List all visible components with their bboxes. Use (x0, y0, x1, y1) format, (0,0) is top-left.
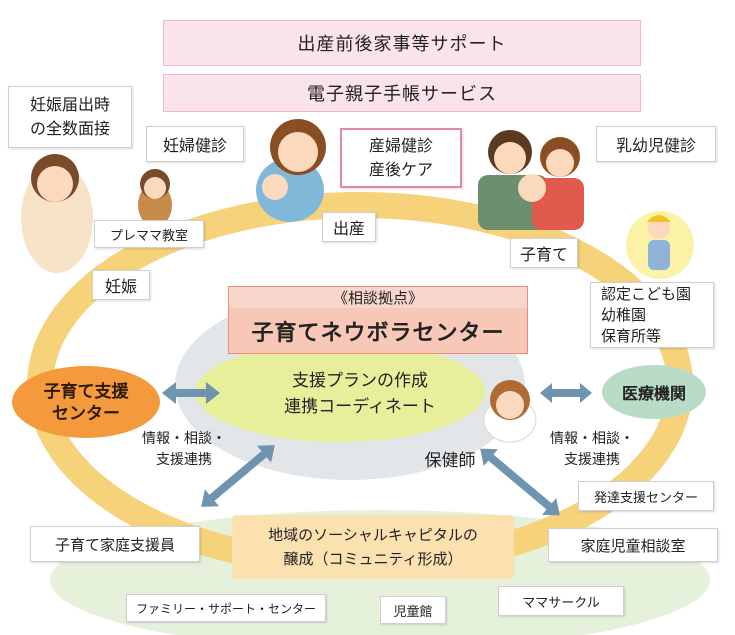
postpartum-checkup-box: 産婦健診 産後ケア (340, 128, 462, 188)
community-box (232, 515, 514, 579)
mother-baby-illustration (256, 119, 326, 222)
neuvola-center-title: 子育てネウボラセンター (228, 308, 528, 354)
medical-ellipse (602, 365, 706, 419)
coordination-text: 連携コーディネート (284, 396, 436, 417)
arrow-lower-left (201, 445, 275, 507)
arrow-right-horizontal (540, 383, 592, 403)
consultation-base-subtitle: 《相談拠点》 (228, 286, 528, 308)
pregnancy-stage-label: 妊娠 (92, 270, 150, 300)
right-info-link-text: 情報・相談・ 支援連携 (550, 431, 634, 468)
premama-illustration (138, 169, 172, 227)
childrearing-stage-label: 子育て (510, 238, 578, 268)
pregnancy-report-interview-box: 妊娠届出時 の全数面接 (8, 86, 132, 148)
prenatal-checkup-box: 妊婦健診 (146, 126, 244, 162)
link-arrows (162, 382, 592, 516)
family-illustration (478, 130, 584, 230)
left-info-link-text: 情報・相談・ 支援連携 (142, 431, 226, 468)
support-plan-text: 支援プランの作成 (292, 370, 428, 391)
medical-institution-label: 医療機関 (621, 384, 686, 403)
e-handbook-service-bar: 電子親子手帳サービス (163, 74, 641, 112)
development-support-center-box: 発達支援センター (578, 481, 714, 511)
support-center-ellipse (12, 366, 160, 438)
childrens-hall-box: 児童館 (380, 596, 446, 624)
plan-ellipse (195, 342, 485, 442)
social-capital-text: 地域のソーシャルキャピタルの 醸成（コミュニティ形成） (268, 526, 478, 568)
child-uniform-illustration (626, 211, 694, 279)
nurse-illustration (483, 380, 537, 443)
public-health-nurse-label: 保健師 (424, 450, 476, 471)
family-support-center-box: ファミリー・サポート・センター (126, 594, 326, 622)
infant-checkup-box: 乳幼児健診 (596, 126, 716, 162)
birth-stage-label: 出産 (322, 212, 376, 242)
premama-class-box: プレママ教室 (94, 220, 204, 248)
childcare-support-center-label: 子育て支援 センター (43, 382, 129, 424)
support-before-after-birth-bar: 出産前後家事等サポート (163, 20, 641, 66)
arrow-lower-right (480, 448, 560, 516)
arrow-left-horizontal (162, 382, 220, 404)
mama-circle-box: ママサークル (498, 586, 624, 616)
childcare-facilities-box: 認定こども園 幼稚園 保育所等 (590, 282, 714, 348)
home-support-staff-box: 子育て家庭支援員 (30, 526, 200, 562)
pregnant-woman-illustration (21, 154, 93, 273)
family-child-consultation-box: 家庭児童相談室 (548, 528, 718, 562)
